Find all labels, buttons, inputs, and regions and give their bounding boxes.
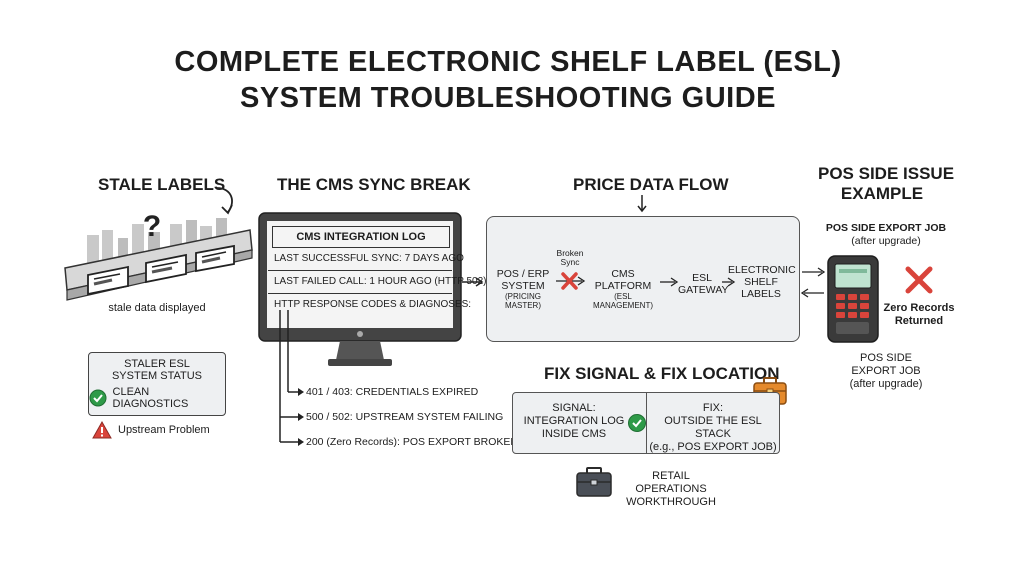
arrow-right-icon <box>660 277 679 287</box>
arrow-right-icon <box>462 277 484 287</box>
fix-line-3: (e.g., POS EXPORT JOB) <box>649 441 777 453</box>
shelf-label-1-icon <box>87 265 129 296</box>
title-line-1: COMPLETE ELECTRONIC SHELF LABEL (ESL) <box>174 46 842 78</box>
red-x-icon <box>561 272 578 290</box>
title-line-2: SYSTEM TROUBLESHOOTING GUIDE <box>239 82 777 114</box>
code-tree-lines <box>279 310 304 446</box>
code-row-200: 200 (Zero Records): POS EXPORT BROKEN <box>306 436 519 448</box>
check-circle-icon <box>628 414 646 432</box>
node-pos-erp-label: POS / ERP SYSTEM <box>496 268 550 292</box>
bidirectional-arrows <box>800 267 826 298</box>
node-cms-label: CMS PLATFORM <box>594 268 652 292</box>
upstream-problem: Upstream Problem <box>92 421 210 439</box>
retail-operations-label: RETAIL OPERATIONS WORKTHROUGH <box>616 470 726 509</box>
upstream-problem-label: Upstream Problem <box>118 424 210 436</box>
node-esl-gateway: ESL GATEWAY <box>678 272 729 296</box>
cms-integration-log: CMS INTEGRATION LOG LAST SUCCESSFUL SYNC… <box>268 222 486 328</box>
signal-line-2: INTEGRATION LOG <box>523 415 625 427</box>
pos-bottom-line-3: (after upgrade) <box>849 378 923 390</box>
pos-issue-heading: POS SIDE ISSUE EXAMPLE <box>818 164 955 204</box>
log-title: CMS INTEGRATION LOG <box>272 226 450 248</box>
fix-line-2: OUTSIDE THE ESL STACK <box>664 415 762 440</box>
pos-heading-line-2: EXAMPLE <box>840 184 924 203</box>
shelf-label-3-icon <box>195 244 235 273</box>
system-status-box: STALER ESL SYSTEM STATUS CLEAN DIAGNOSTI… <box>88 352 226 416</box>
cms-sync-heading: THE CMS SYNC BREAK <box>277 175 471 194</box>
log-line-1: LAST SUCCESSFUL SYNC: 7 DAYS AGO <box>268 248 464 271</box>
monitor-illustration <box>258 212 462 366</box>
pos-top-line-1: POS SIDE EXPORT JOB <box>825 222 947 234</box>
arrow-down-icon <box>637 195 647 213</box>
red-x-icon <box>905 266 933 294</box>
fix-line-1: FIX: <box>702 402 724 414</box>
broken-sync-label: Broken Sync <box>556 248 584 267</box>
question-mark-icon: ? <box>143 210 161 243</box>
fix-heading: FIX SIGNAL & FIX LOCATION <box>544 364 780 383</box>
clean-diagnostics-label: CLEAN DIAGNOSTICS <box>112 386 189 410</box>
briefcase-icon <box>576 467 612 497</box>
check-circle-icon <box>89 389 107 407</box>
code-row-401: 401 / 403: CREDENTIALS EXPIRED <box>306 386 479 398</box>
pos-bottom-line-2: EXPORT JOB <box>851 365 921 377</box>
pos-top-line-2: (after upgrade) <box>851 235 921 247</box>
stale-labels-illustration: ? <box>64 187 253 301</box>
node-pos-erp-sub: (PRICING MASTER) <box>505 292 541 310</box>
arrow-right-icon <box>722 277 736 287</box>
node-pos-erp: POS / ERP SYSTEM (PRICING MASTER) <box>490 268 556 310</box>
zero-line-2: Returned <box>894 315 944 327</box>
fix-box: SIGNAL: INTEGRATION LOG INSIDE CMS FIX: … <box>512 392 780 454</box>
signal-text: SIGNAL: INTEGRATION LOG INSIDE CMS <box>519 402 629 441</box>
node-gateway-label: ESL GATEWAY <box>678 272 729 296</box>
fix-text: FIX: OUTSIDE THE ESL STACK (e.g., POS EX… <box>649 402 777 454</box>
retail-line-2: WORKTHROUGH <box>626 496 716 508</box>
log-line-3: HTTP RESPONSE CODES & DIAGNOSES: <box>274 299 472 310</box>
node-esl-labels: ELECTRONIC SHELF LABELS <box>728 264 796 300</box>
stale-labels-heading: STALE LABELS <box>98 175 226 194</box>
status-title-line-1: STALER ESL <box>124 358 190 370</box>
stale-labels-caption: stale data displayed <box>108 302 206 314</box>
pos-export-top-label: POS SIDE EXPORT JOB (after upgrade) <box>818 222 954 248</box>
pos-bottom-line-1: POS SIDE <box>860 352 912 364</box>
pos-terminal-icon <box>827 255 879 343</box>
zero-line-1: Zero Records <box>883 302 955 314</box>
node-esl-label: ELECTRONIC SHELF LABELS <box>728 264 796 300</box>
broken-sync-connector <box>556 272 586 290</box>
signal-line-3: INSIDE CMS <box>541 428 607 440</box>
status-title-line-2: SYSTEM STATUS <box>111 370 203 382</box>
price-flow-heading: PRICE DATA FLOW <box>573 175 729 194</box>
pos-heading-line-1: POS SIDE ISSUE <box>818 164 955 183</box>
signal-line-1: SIGNAL: <box>552 402 596 414</box>
shelf-label-2-icon <box>145 253 187 284</box>
price-flow-panel <box>486 216 800 342</box>
code-row-500: 500 / 502: UPSTREAM SYSTEM FAILING <box>306 411 504 423</box>
pos-export-bottom-label: POS SIDE EXPORT JOB (after upgrade) <box>818 352 954 391</box>
retail-line-1: RETAIL OPERATIONS <box>635 470 707 495</box>
zero-records-label: Zero Records Returned <box>882 302 956 328</box>
warning-icon <box>92 421 112 439</box>
node-cms-platform: CMS PLATFORM (ESL MANAGEMENT) <box>586 268 660 310</box>
log-line-2: LAST FAILED CALL: 1 HOUR AGO (HTTP 502) <box>268 271 486 294</box>
page-title: COMPLETE ELECTRONIC SHELF LABEL (ESL) SY… <box>0 44 1016 116</box>
node-cms-sub: (ESL MANAGEMENT) <box>593 292 653 310</box>
